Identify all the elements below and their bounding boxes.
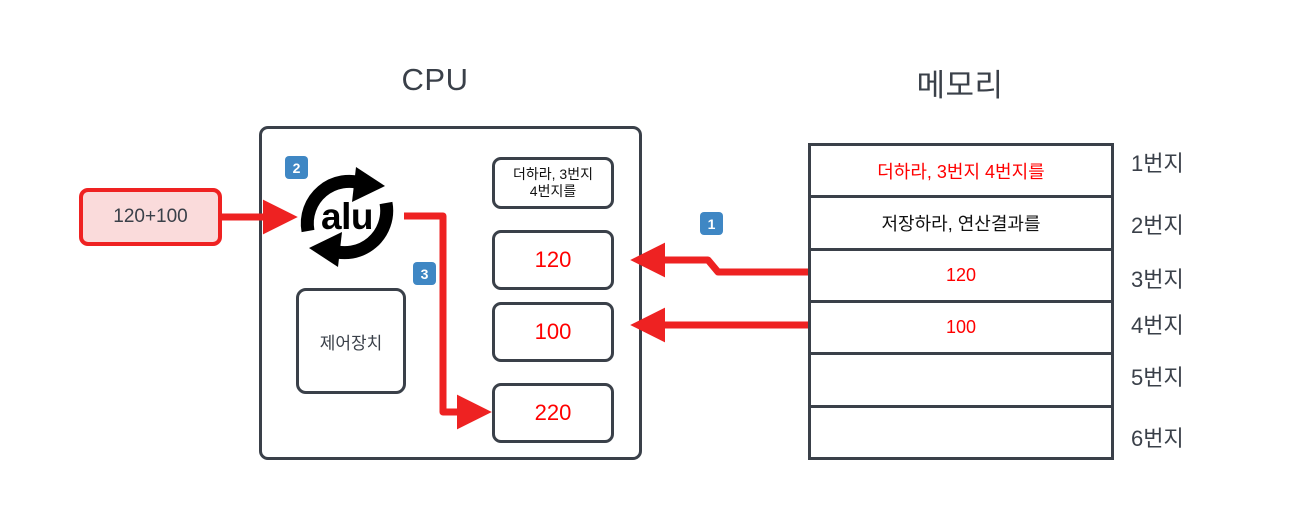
memory-title: 메모리 xyxy=(916,68,1004,103)
result-register: 220 xyxy=(492,383,614,443)
alu-input-pill: 120+100 xyxy=(79,188,222,246)
memory-address-label: 2번지 xyxy=(1131,213,1184,238)
step-badge-1: 1 xyxy=(700,212,723,235)
alu-label: alu xyxy=(321,196,373,237)
memory-row xyxy=(811,408,1111,457)
arrow-memory3-to-register120 xyxy=(630,242,808,278)
memory-row: 더하라, 3번지 4번지를 xyxy=(811,146,1111,199)
memory-address-label: 6번지 xyxy=(1131,426,1184,451)
instruction-register: 더하라, 3번지 4번지를 xyxy=(492,157,614,209)
control-unit-box: 제어장치 xyxy=(296,288,406,394)
operand-register-1: 120 xyxy=(492,230,614,290)
memory-row: 저장하라, 연산결과를 xyxy=(811,198,1111,251)
memory-address-label: 5번지 xyxy=(1131,365,1184,390)
operand-register-2: 100 xyxy=(492,302,614,362)
memory-row: 120 xyxy=(811,251,1111,303)
instruction-register-line-2: 4번지를 xyxy=(529,183,577,199)
instruction-register-line-1: 더하라, 3번지 xyxy=(513,166,593,183)
memory-row xyxy=(811,355,1111,408)
memory-address-label: 3번지 xyxy=(1131,267,1184,292)
step-badge-2: 2 xyxy=(285,156,308,179)
memory-table: 더하라, 3번지 4번지를 저장하라, 연산결과를 120 100 xyxy=(808,143,1114,460)
step-badge-3: 3 xyxy=(413,262,436,285)
memory-row: 100 xyxy=(811,303,1111,356)
memory-address-label: 1번지 xyxy=(1131,151,1184,176)
memory-address-label: 4번지 xyxy=(1131,313,1184,338)
cpu-title: CPU xyxy=(401,62,469,97)
